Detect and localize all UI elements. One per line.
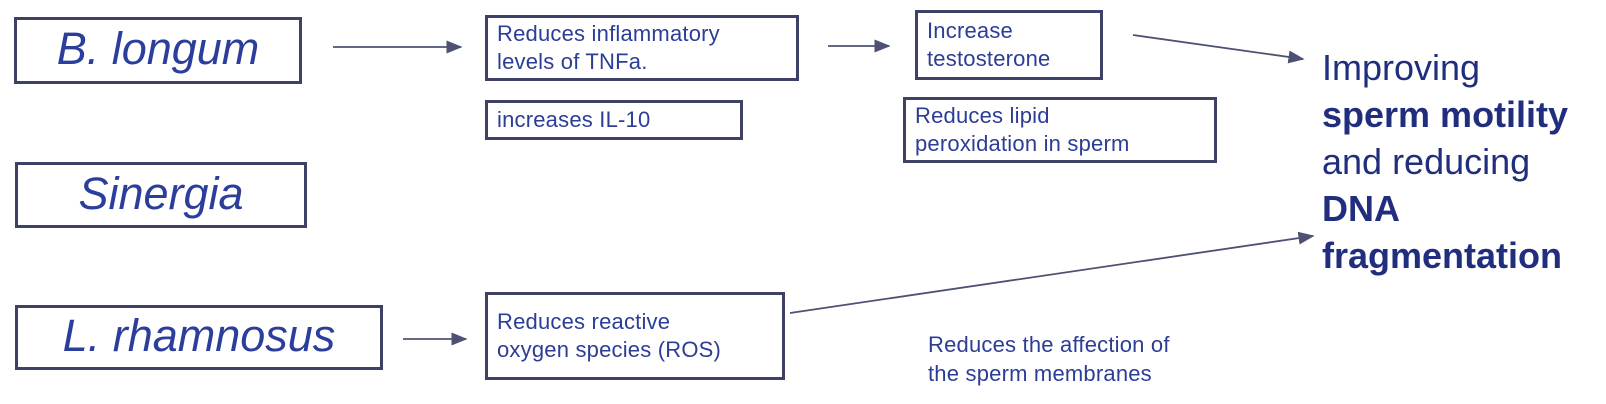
outcome-line-dna: DNA bbox=[1322, 188, 1400, 229]
strain-label-l-rhamnosus: L. rhamnosus bbox=[62, 310, 336, 361]
effect-box-il10: increases IL-10 bbox=[485, 100, 743, 140]
effect-box-lipid-peroxidation: Reduces lipid peroxidation in sperm bbox=[903, 97, 1217, 163]
effect-text: Increase bbox=[927, 18, 1013, 43]
effect-text: oxygen species (ROS) bbox=[497, 337, 722, 362]
strain-box-l-rhamnosus: L. rhamnosus bbox=[15, 305, 383, 370]
arrow-testosterone-to-outcome bbox=[1132, 34, 1305, 64]
arrow-ros-to-outcome bbox=[789, 231, 1315, 314]
effect-text: peroxidation in sperm bbox=[915, 131, 1130, 156]
outcome-line-sperm-motility: sperm motility bbox=[1322, 94, 1569, 135]
outcome-line: Improving bbox=[1322, 47, 1481, 88]
strain-label-sinergia: Sinergia bbox=[78, 167, 244, 219]
strain-label-b-longum: B. longum bbox=[56, 23, 260, 74]
annotation-text: Reduces the affection of bbox=[928, 332, 1170, 357]
effect-text: levels of TNFa. bbox=[497, 49, 648, 74]
outcome-line-fragmentation: fragmentation bbox=[1322, 235, 1563, 276]
outcome-line: and reducing bbox=[1322, 141, 1531, 182]
effect-text: Reduces inflammatory bbox=[497, 21, 720, 46]
effect-box-ros: Reduces reactive oxygen species (ROS) bbox=[485, 292, 785, 380]
annotation-sperm-membranes: Reduces the affection of the sperm membr… bbox=[928, 330, 1170, 388]
annotation-text: the sperm membranes bbox=[928, 361, 1152, 386]
effect-text: increases IL-10 bbox=[497, 107, 651, 132]
effect-box-tnfa: Reduces inflammatory levels of TNFa. bbox=[485, 15, 799, 81]
strain-box-b-longum: B. longum bbox=[14, 17, 302, 84]
effect-box-testosterone: Increase testosterone bbox=[915, 10, 1103, 80]
effect-text: Reduces lipid bbox=[915, 103, 1050, 128]
effect-text: testosterone bbox=[927, 46, 1051, 71]
effect-text: Reduces reactive bbox=[497, 309, 671, 334]
strain-box-sinergia: Sinergia bbox=[15, 162, 307, 228]
outcome-statement: Improving sperm motility and reducing DN… bbox=[1322, 44, 1606, 279]
